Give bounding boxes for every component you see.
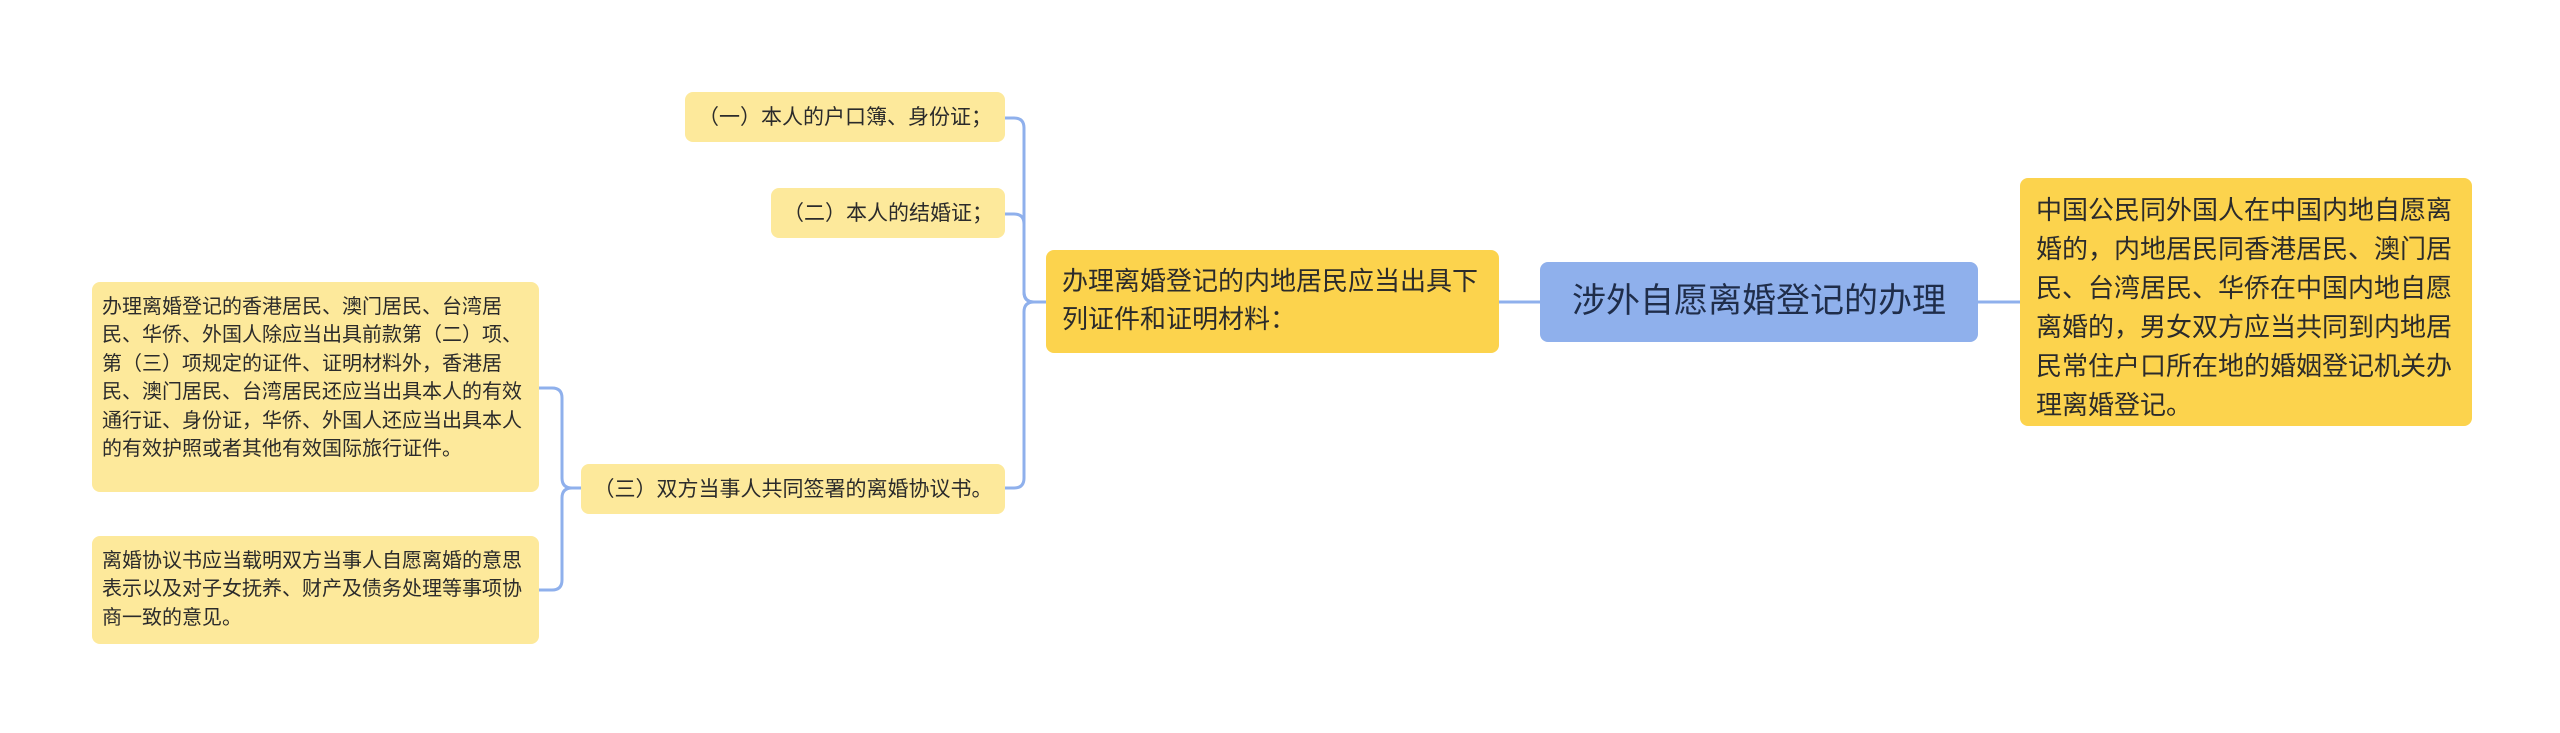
- grandchild-node-1[interactable]: 办理离婚登记的香港居民、澳门居民、台湾居民、华侨、外国人除应当出具前款第（二）项…: [92, 282, 539, 492]
- root-node[interactable]: 涉外自愿离婚登记的办理: [1540, 262, 1978, 342]
- connector-level1-child-3: [1003, 300, 1048, 490]
- connector-level2-child-b: [537, 486, 583, 592]
- child-node-2[interactable]: （二）本人的结婚证；: [771, 188, 1005, 238]
- left-node-label: 办理离婚登记的内地居民应当出具下列证件和证明材料：: [1062, 267, 1479, 335]
- child-node-3[interactable]: （三）双方当事人共同签署的离婚协议书。: [581, 464, 1005, 514]
- connector-level2-child-a: [537, 386, 583, 490]
- child-node-3-label: （三）双方当事人共同签署的离婚协议书。: [593, 476, 993, 501]
- grandchild-node-2[interactable]: 离婚协议书应当载明双方当事人自愿离婚的意思表示以及对子女抚养、财产及债务处理等事…: [92, 536, 539, 644]
- right-node-label: 中国公民同外国人在中国内地自愿离婚的，内地居民同香港居民、澳门居民、台湾居民、华…: [2036, 196, 2453, 421]
- left-node[interactable]: 办理离婚登记的内地居民应当出具下列证件和证明材料：: [1046, 250, 1499, 353]
- grandchild-node-2-label: 离婚协议书应当载明双方当事人自愿离婚的意思表示以及对子女抚养、财产及债务处理等事…: [102, 548, 522, 629]
- child-node-2-label: （二）本人的结婚证；: [783, 200, 993, 225]
- right-node[interactable]: 中国公民同外国人在中国内地自愿离婚的，内地居民同香港居民、澳门居民、台湾居民、华…: [2020, 178, 2472, 426]
- child-node-1[interactable]: （一）本人的户口簿、身份证；: [685, 92, 1005, 142]
- grandchild-node-1-label: 办理离婚登记的香港居民、澳门居民、台湾居民、华侨、外国人除应当出具前款第（二）项…: [102, 294, 522, 460]
- child-node-1-label: （一）本人的户口簿、身份证；: [698, 104, 992, 129]
- root-node-label: 涉外自愿离婚登记的办理: [1572, 281, 1946, 322]
- connector-level1-child-2: [1003, 212, 1048, 304]
